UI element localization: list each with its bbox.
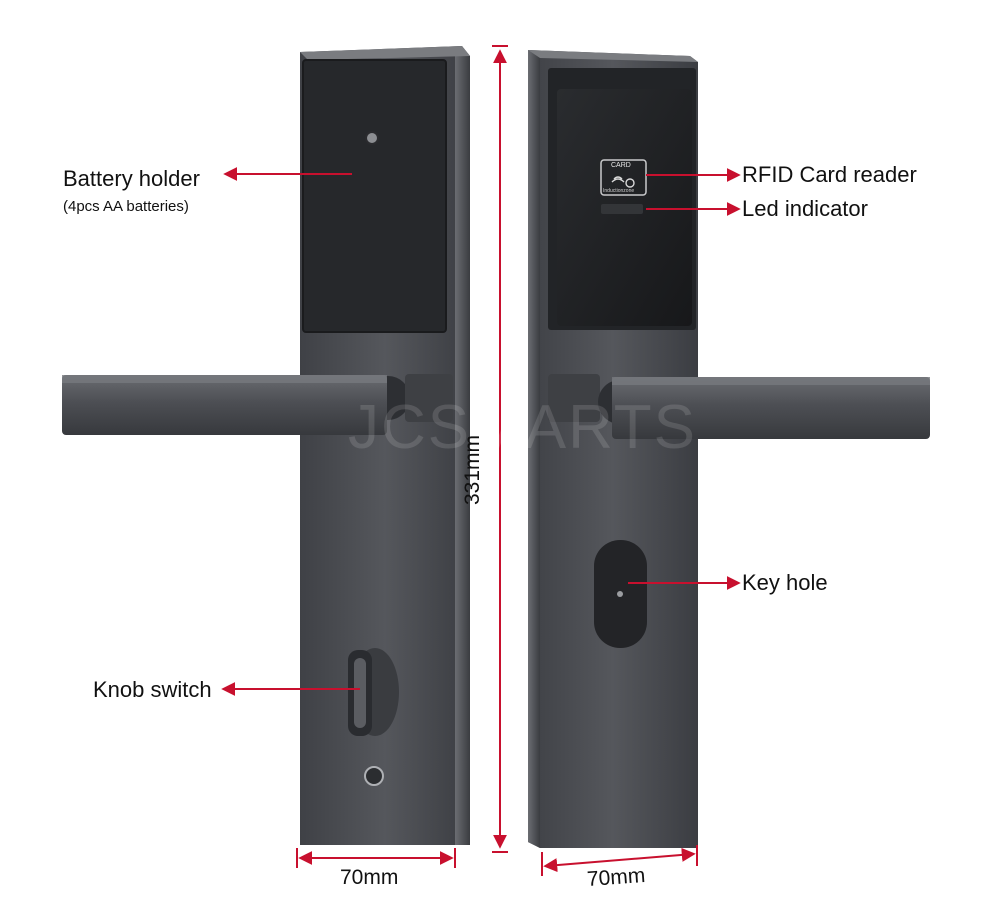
left-width-label: 70mm (340, 866, 399, 889)
battery-cover-screw-icon (365, 131, 379, 145)
card-icon-top-text: CARD (611, 162, 631, 169)
right-lock-body: CARD Inductionzone (528, 50, 930, 848)
battery-note-label: (4pcs AA batteries) (63, 198, 189, 215)
key-hole-label: Key hole (742, 570, 828, 595)
keyhole-icon (617, 591, 623, 597)
knob-switch-label: Knob switch (93, 677, 212, 702)
left-lock-body (62, 46, 470, 845)
led-indicator-label: Led indicator (742, 196, 868, 221)
annotation-arrows (221, 167, 741, 696)
card-icon-bottom-text: Inductionzone (603, 188, 634, 194)
left-handle (62, 374, 453, 435)
right-handle (548, 374, 930, 439)
height-dimension-label: 331mm (461, 434, 484, 506)
battery-holder-label: Battery holder (63, 166, 200, 191)
lower-screw-icon (364, 766, 384, 786)
right-width-dimension-line (543, 847, 696, 873)
knob-switch (348, 648, 399, 736)
led-indicator-strip (601, 204, 643, 214)
battery-cover (303, 60, 446, 332)
dimension-lines (296, 45, 698, 876)
watermark: JCSMARTS (348, 393, 698, 462)
right-width-label: 70mm (586, 863, 647, 892)
rfid-reader-label: RFID Card reader (742, 162, 917, 187)
key-hole (594, 540, 647, 648)
rfid-card-icon: CARD Inductionzone (600, 159, 647, 196)
